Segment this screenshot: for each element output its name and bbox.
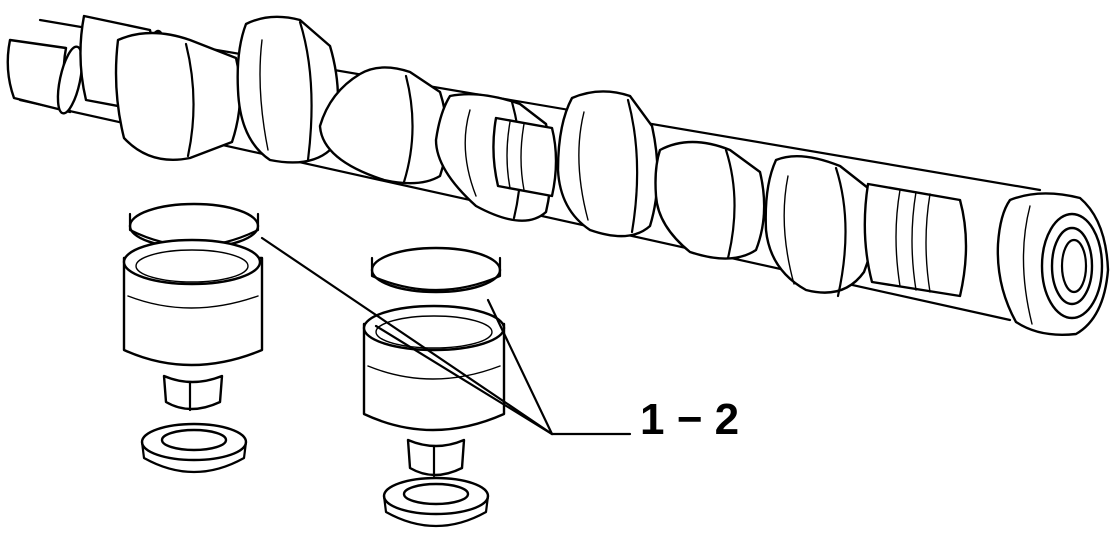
callout-leader-lines: [260, 236, 632, 436]
bucket-tappet-with-shim: [122, 202, 264, 367]
valve-stem-keeper: [162, 374, 224, 412]
camshaft: [6, 14, 1110, 336]
callout-label: 1 − 2: [640, 395, 739, 444]
valve-spring-retainer: [382, 476, 490, 527]
bucket-tappet-with-shim: [362, 246, 506, 432]
valve-spring-retainer: [140, 422, 248, 473]
valve-stem-keeper: [406, 438, 466, 478]
